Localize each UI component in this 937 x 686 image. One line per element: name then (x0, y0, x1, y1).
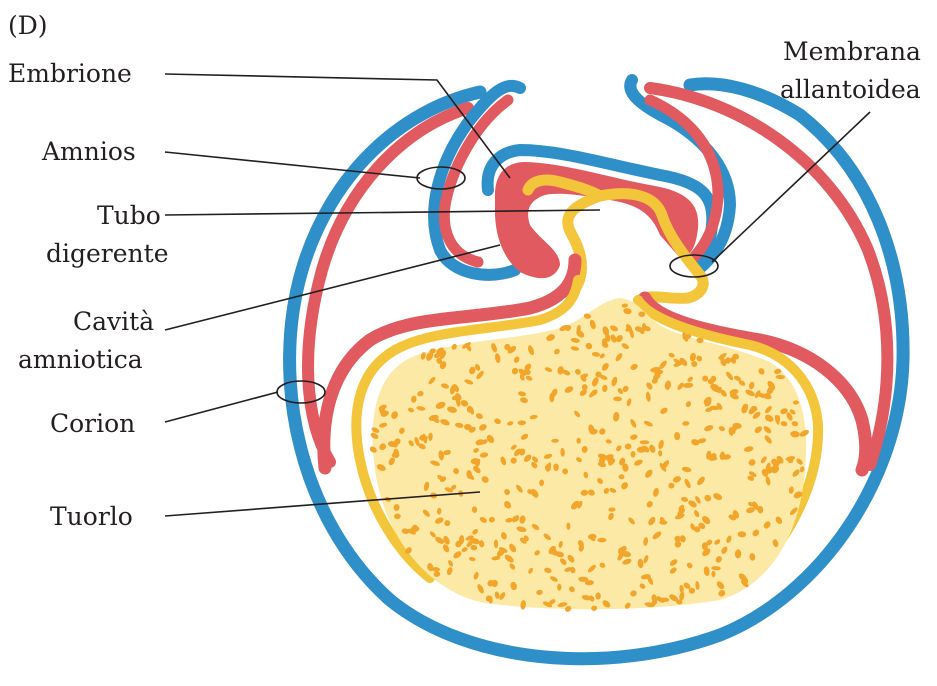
yolk-sac (324, 260, 866, 613)
leader-corion (165, 392, 278, 422)
label-amnios: Amnios (41, 137, 136, 166)
label-tubo-line2: digerente (46, 239, 169, 268)
leader-membrana (712, 112, 870, 262)
yolk-granule (711, 571, 715, 577)
label-cavita-line2: amniotica (18, 345, 143, 374)
corion-marker-ring (277, 381, 325, 403)
leader-tubo (165, 210, 600, 215)
label-membrana-line2: allantoidea (780, 75, 921, 104)
label-tuorlo: Tuorlo (50, 502, 133, 531)
label-membrana-line1: Membrana (783, 37, 921, 66)
yolk-granule (597, 538, 606, 543)
label-cavita-line1: Cavità (73, 307, 154, 336)
panel-label: (D) (8, 11, 48, 40)
label-embrione: Embrione (8, 59, 132, 88)
label-tubo-line1: Tubo (97, 201, 161, 230)
label-corion: Corion (50, 409, 135, 438)
embryo (488, 80, 730, 278)
